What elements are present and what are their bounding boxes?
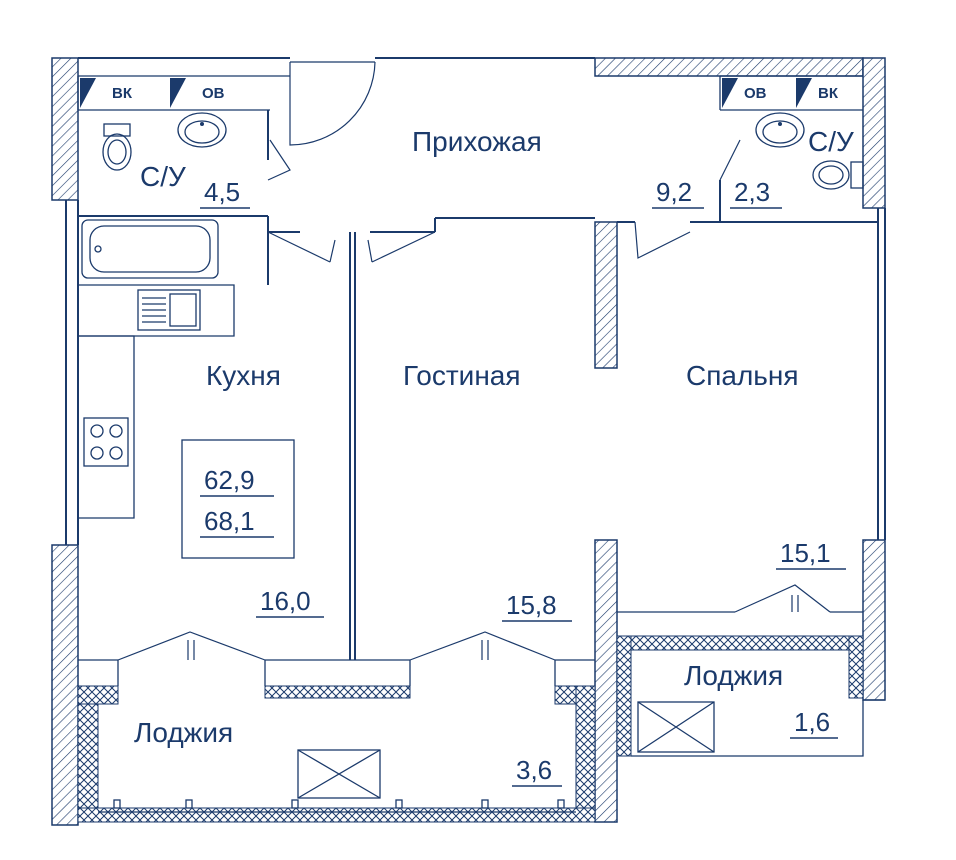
area-hall: 9,2 [656, 177, 692, 207]
area-loggia-big: 3,6 [516, 755, 552, 785]
area-living: 15,8 [506, 590, 557, 620]
toilet-icon [812, 160, 864, 190]
kitchen-sink-icon [137, 289, 201, 331]
room-name-bedroom: Спальня [686, 360, 799, 391]
area-loggia-small: 1,6 [794, 707, 830, 737]
exterior-walls [51, 57, 886, 826]
toilet-icon [102, 123, 132, 171]
area-labels: 4,5 9,2 2,3 62,9 68,1 16,0 15,8 15,1 1,6… [200, 177, 846, 787]
room-name-kitchen: Кухня [206, 360, 281, 391]
living-area-total: 62,9 [204, 465, 255, 495]
riser-ov-label: ОВ [744, 85, 767, 102]
room-labels: Прихожая С/У С/У Кухня Гостиная Спальня … [134, 126, 854, 748]
interior-walls [65, 57, 886, 813]
room-name-bath-right: С/У [808, 126, 854, 157]
riser-ov-label: ОВ [202, 85, 225, 102]
ac-unit-icon [637, 701, 715, 753]
area-kitchen: 16,0 [260, 586, 311, 616]
sink-icon [177, 112, 227, 148]
area-summary-box [181, 439, 295, 559]
area-bedroom: 15,1 [780, 538, 831, 568]
room-name-bath-left: С/У [140, 161, 186, 192]
room-name-loggia-small: Лоджия [684, 660, 783, 691]
riser-vk-label: ВК [112, 85, 133, 102]
room-name-hall: Прихожая [412, 126, 542, 157]
riser-markers: ВК ОВ ОВ ВК [80, 78, 839, 108]
total-area: 68,1 [204, 506, 255, 536]
riser-vk-label: ВК [818, 85, 839, 102]
stove-icon [83, 417, 129, 467]
area-bath-left: 4,5 [204, 177, 240, 207]
room-name-loggia-big: Лоджия [134, 717, 233, 748]
fixtures [81, 112, 864, 809]
sink-icon [755, 112, 805, 148]
area-bath-right: 2,3 [734, 177, 770, 207]
ac-unit-icon [297, 749, 381, 799]
room-name-living: Гостиная [403, 360, 521, 391]
doors [117, 61, 831, 686]
window-markers [113, 799, 565, 809]
bathtub-icon [81, 219, 219, 279]
